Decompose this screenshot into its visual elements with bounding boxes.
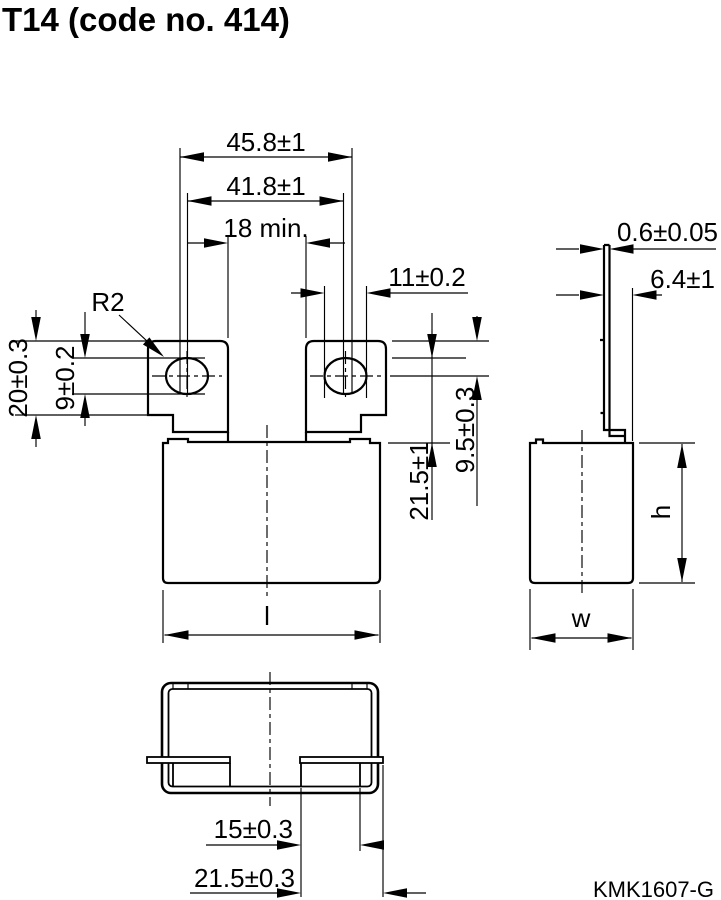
dim-arrowhead [677,444,687,468]
dim-label-terminal-length: 21.5±0.3 [194,863,295,893]
dim-arrowhead [677,558,687,582]
left-terminal-top-view [146,756,231,764]
dim-label-hole-width: 11±0.2 [388,262,465,292]
extension-line [179,148,353,394]
dim-arrowhead [164,630,189,640]
page-title: T14 (code no. 414) [2,1,290,38]
bottom-view: 15±0.3 21.5±0.3 [146,672,426,898]
dim-arrowhead [360,840,384,850]
dim-arrowhead [427,334,437,358]
mold-marks [172,683,368,689]
capacitor-body-front [161,437,382,585]
dim-arrowhead [531,633,556,643]
tab-body-connectors [226,432,308,441]
radius-label: R2 [91,287,124,317]
drawing-code: KMK1607-G [593,877,714,900]
dim-arrowhead [31,317,41,341]
extension-line [227,236,307,338]
extension-line [300,765,384,897]
extension-line [388,340,489,444]
dim-arrowhead [472,317,482,341]
dim-label-terminal-height: 20±0.3 [3,338,33,417]
extension-line [186,193,345,394]
dim-label-hole-height: 9±0.2 [50,346,80,411]
dim-label-body-length: l [264,601,270,631]
dim-label-terminal-gap: 18 min. [223,213,308,243]
dim-label-terminal-above-body: 21.5±1 [404,441,434,520]
side-view: 0.6±0.05 6.4±1 h w [528,217,718,650]
dim-arrowhead [366,288,391,298]
dim-arrowhead [580,290,604,300]
dim-label-overall-width: 45.8±1 [226,127,305,157]
dim-arrowhead [80,394,90,418]
extension-line [72,357,205,395]
dim-label-terminal-offset: 6.4±1 [650,264,715,294]
dim-arrowhead [383,888,407,898]
dim-arrowhead [306,238,330,248]
extension-line [323,286,368,398]
dim-label-hole-pitch: 41.8±1 [226,171,305,201]
dim-arrowhead [187,196,212,206]
extension-line [529,589,634,650]
extension-line [639,442,695,584]
dim-label-body-width: w [571,603,591,633]
dim-arrowhead [319,196,344,206]
extension-line [162,590,381,643]
dim-arrowhead [580,244,604,254]
dim-arrowhead [180,152,204,162]
terminal-tab-edges [172,763,361,786]
terminal-strip-side [600,243,627,442]
dim-arrowhead [354,630,379,640]
front-view: 45.8±1 41.8±1 18 min. 11±0.2 20±0.3 9±0.… [3,127,489,643]
dim-arrowhead [328,152,352,162]
dim-arrowhead [80,334,90,358]
extension-line [15,340,147,416]
right-terminal-top-view [299,756,384,764]
dim-label-body-height: h [646,505,676,519]
dim-label-hole-to-top: 9.5±0.3 [450,387,480,474]
dim-arrowhead [607,633,632,643]
dim-arrowhead [300,288,325,298]
dim-label-terminal-thickness: 0.6±0.05 [617,217,718,247]
dim-label-terminal-width: 15±0.3 [214,814,293,844]
